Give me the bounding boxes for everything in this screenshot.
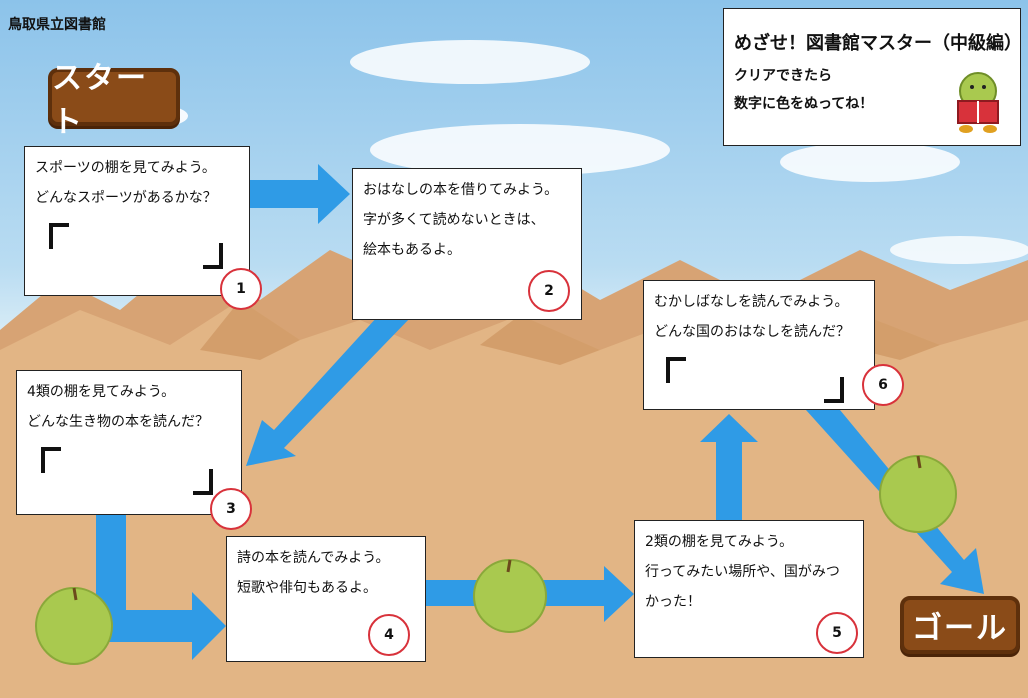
step-5-line-3: かった！ xyxy=(645,594,701,610)
step-4-line-1: 詩の本を読んでみよう。 xyxy=(237,550,390,566)
step-number-2[interactable]: 2 xyxy=(528,270,570,312)
step-number-4[interactable]: 4 xyxy=(368,614,410,656)
answer-bracket-open xyxy=(666,357,686,383)
answer-bracket-close xyxy=(824,377,844,403)
step-1-line-2: どんなスポーツがあるかな？ xyxy=(35,190,217,206)
mascot-reading-icon xyxy=(957,72,999,133)
step-4-line-2: 短歌や俳句もあるよ。 xyxy=(237,580,377,596)
cloud xyxy=(350,40,590,84)
title-card: めざせ！図書館マスター（中級編） クリアできたら 数字に色をぬってね！ xyxy=(723,8,1022,146)
title-card-line1: クリアできたら xyxy=(734,68,832,84)
answer-bracket-close xyxy=(193,469,213,495)
pear-icon xyxy=(879,455,957,533)
title-card-line2: 数字に色をぬってね！ xyxy=(734,96,874,112)
step-card-3: 4類の棚を見てみよう。 どんな生き物の本を読んだ？ xyxy=(16,370,242,515)
arrow-5-to-6 xyxy=(700,414,758,520)
answer-bracket-open xyxy=(41,447,61,473)
step-number-3[interactable]: 3 xyxy=(210,488,252,530)
arrow-1-to-2 xyxy=(250,164,350,224)
step-5-line-2: 行ってみたい場所や、国がみつ xyxy=(645,564,840,580)
step-6-line-1: むかしばなしを読んでみよう。 xyxy=(654,294,849,310)
pear-icon xyxy=(473,559,547,633)
arrow-3-to-4 xyxy=(96,515,226,660)
organization-name: 鳥取県立図書館 xyxy=(8,17,106,33)
step-number-1[interactable]: 1 xyxy=(220,268,262,310)
step-number-5[interactable]: 5 xyxy=(816,612,858,654)
title-card-title: めざせ！図書館マスター（中級編） xyxy=(734,33,1022,54)
step-card-6: むかしばなしを読んでみよう。 どんな国のおはなしを読んだ？ xyxy=(643,280,875,410)
step-1-line-1: スポーツの棚を見てみよう。 xyxy=(35,160,216,176)
step-2-line-1: おはなしの本を借りてみよう。 xyxy=(363,182,559,198)
cloud xyxy=(780,142,960,182)
step-6-line-2: どんな国のおはなしを読んだ？ xyxy=(654,324,850,340)
cloud xyxy=(890,236,1028,264)
pear-icon xyxy=(35,587,113,665)
step-3-line-2: どんな生き物の本を読んだ？ xyxy=(27,414,209,430)
answer-bracket-close xyxy=(203,243,223,269)
goal-sign: ゴール xyxy=(900,596,1020,654)
step-2-line-3: 絵本もあるよ。 xyxy=(363,242,461,258)
step-5-line-1: 2類の棚を見てみよう。 xyxy=(645,534,794,550)
arrow-2-to-3 xyxy=(246,316,412,466)
cloud xyxy=(370,124,670,176)
step-card-1: スポーツの棚を見てみよう。 どんなスポーツがあるかな？ xyxy=(24,146,250,296)
step-2-line-2: 字が多くて読めないときは、 xyxy=(363,212,545,228)
start-sign: スタート xyxy=(48,61,180,140)
step-3-line-1: 4類の棚を見てみよう。 xyxy=(27,384,176,400)
step-card-5: 2類の棚を見てみよう。 行ってみたい場所や、国がみつ かった！ xyxy=(634,520,864,658)
answer-bracket-open xyxy=(49,223,69,249)
step-number-6[interactable]: 6 xyxy=(862,364,904,406)
